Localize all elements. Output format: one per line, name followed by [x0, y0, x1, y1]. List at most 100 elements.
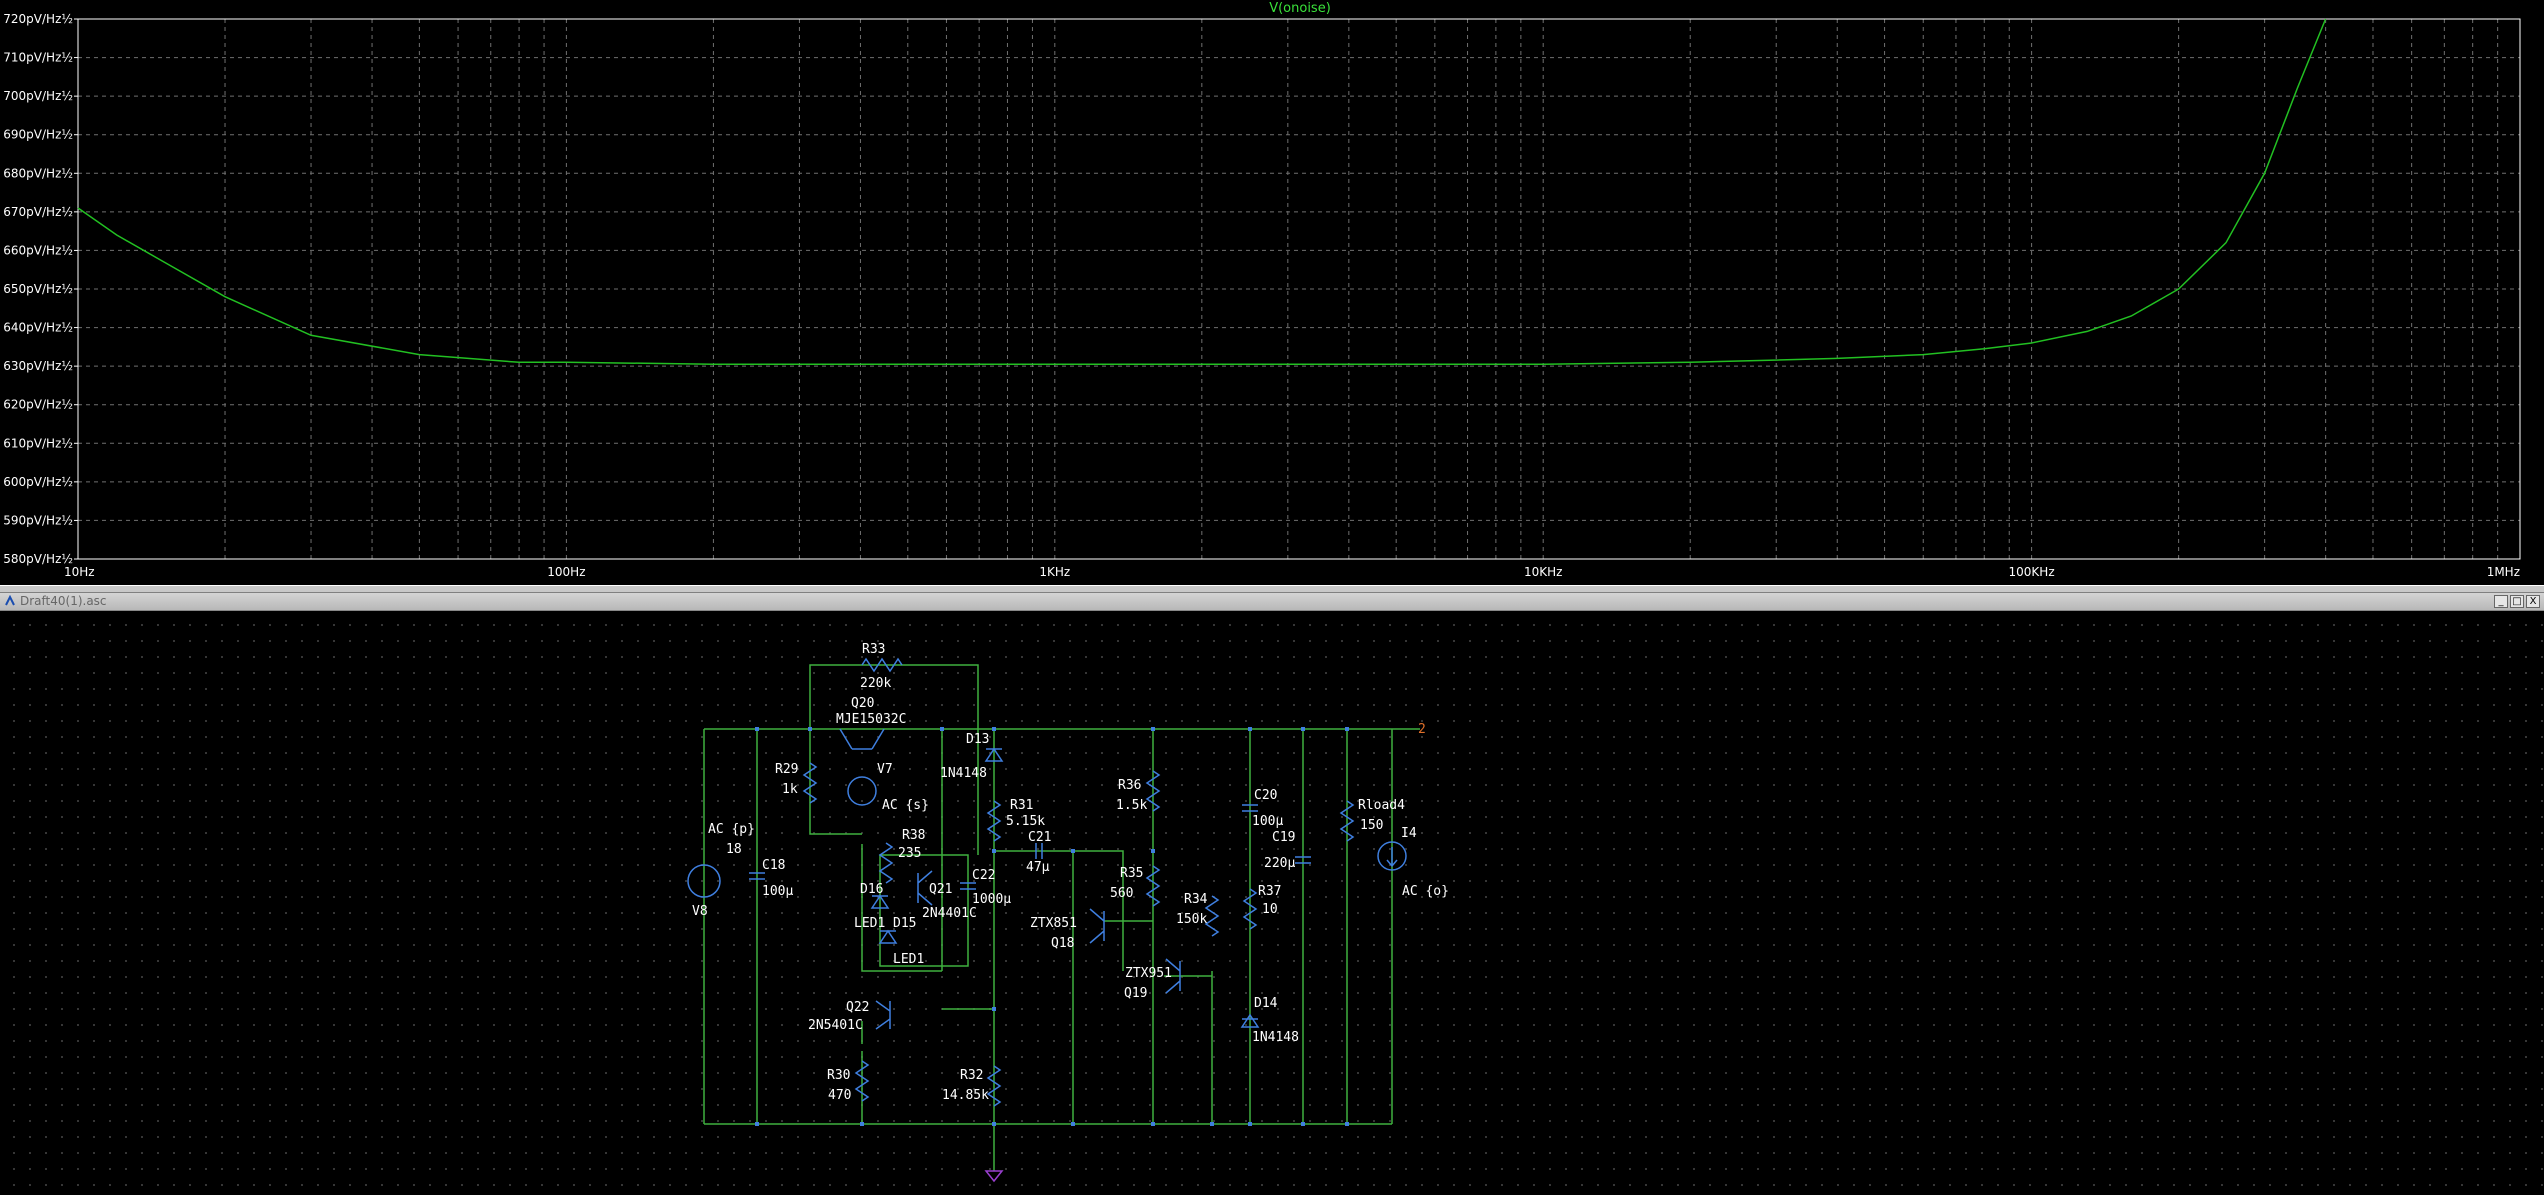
y-tick-label: 670pV/Hz½	[3, 205, 73, 219]
r37-ref: R37	[1258, 884, 1281, 899]
v8-amplitude: 18	[726, 842, 742, 857]
y-tick-label: 710pV/Hz½	[3, 51, 73, 65]
q19-ref: Q19	[1124, 986, 1147, 1001]
r34-ref: R34	[1184, 892, 1208, 907]
r36-value: 1.5k	[1116, 798, 1147, 813]
d14-ref: D14	[1254, 996, 1278, 1011]
y-tick-label: 650pV/Hz½	[3, 282, 73, 296]
q21-ref: Q21	[929, 882, 952, 897]
c19-value: 220µ	[1264, 856, 1295, 871]
schematic-window-title: Draft40(1).asc	[20, 594, 107, 608]
x-tick-label: 1MHz	[2487, 565, 2520, 579]
y-tick-label: 660pV/Hz½	[3, 243, 73, 257]
r30-value: 470	[828, 1088, 851, 1103]
r38-value: 235	[898, 846, 921, 861]
y-tick-label: 610pV/Hz½	[3, 436, 73, 450]
d16-value: LED1	[854, 916, 885, 931]
y-tick-label: 700pV/Hz½	[3, 89, 73, 103]
c19-ref: C19	[1272, 830, 1295, 845]
source-v7-symbol	[847, 776, 877, 806]
r30-ref: R30	[827, 1068, 850, 1083]
junctions	[755, 727, 1349, 1126]
net-label-2[interactable]: 2	[1418, 722, 1426, 737]
i4-ref: I4	[1401, 826, 1417, 841]
diode-d13-symbol	[984, 747, 1004, 762]
y-axis-ticks: 720pV/Hz½ 710pV/Hz½ 700pV/Hz½ 690pV/Hz½ 680p…	[3, 12, 78, 566]
plot-grid	[77, 18, 2521, 560]
x-tick-label: 100KHz	[2009, 565, 2055, 579]
schematic-drawing[interactable]: 2 R33 220k Q20 MJE15032C R29 1k V7 AC {s…	[0, 611, 2544, 1195]
waveform-plot[interactable]: 720pV/Hz½ 710pV/Hz½ 700pV/Hz½ 690pV/Hz½ 680p…	[0, 0, 2544, 585]
y-tick-label: 620pV/Hz½	[3, 398, 73, 412]
y-tick-label: 630pV/Hz½	[3, 359, 73, 373]
restore-button[interactable]: □	[2510, 595, 2524, 608]
pane-splitter[interactable]	[0, 585, 2544, 593]
i4-value: AC {o}	[1402, 884, 1449, 899]
ltspice-app-icon	[5, 595, 15, 606]
r33-ref: R33	[862, 642, 885, 657]
q22-value: 2N5401C	[808, 1018, 863, 1033]
c18-value: 100µ	[762, 884, 793, 899]
y-tick-label: 640pV/Hz½	[3, 321, 73, 335]
component-symbols	[687, 657, 1407, 1107]
v7-ref: V7	[877, 762, 893, 777]
rload4-ref: Rload4	[1358, 798, 1405, 813]
schematic-titlebar[interactable]: Draft40(1).asc _ □ X	[0, 593, 2544, 611]
wires	[703, 664, 1420, 1171]
c18-ref: C18	[762, 858, 785, 873]
r32-ref: R32	[960, 1068, 983, 1083]
q22-ref: Q22	[846, 1000, 869, 1015]
c22-value: 1000µ	[972, 892, 1011, 907]
r34-value: 150k	[1176, 912, 1207, 927]
c20-value: 100µ	[1252, 814, 1283, 829]
c21-value: 47µ	[1026, 860, 1050, 875]
x-tick-label: 1KHz	[1039, 565, 1070, 579]
r36-ref: R36	[1118, 778, 1141, 793]
y-tick-label: 680pV/Hz½	[3, 166, 73, 180]
y-tick-label: 690pV/Hz½	[3, 128, 73, 142]
close-button[interactable]: X	[2526, 595, 2540, 608]
transistor-q20-symbol	[839, 728, 885, 750]
q18-ref: Q18	[1051, 936, 1074, 951]
x-tick-label: 10Hz	[64, 565, 95, 579]
c21-ref: C21	[1028, 830, 1051, 845]
x-axis-ticks: 10Hz 100Hz 1KHz 10KHz 100KHz 1MHz	[64, 565, 2520, 579]
r31-ref: R31	[1010, 798, 1033, 813]
q19-value: ZTX951	[1125, 966, 1172, 981]
q20-ref: Q20	[851, 696, 874, 711]
r38-ref: R38	[902, 828, 925, 843]
r29-value: 1k	[782, 782, 798, 797]
resistor-r29-symbol	[802, 762, 818, 804]
d13-ref: D13	[966, 732, 989, 747]
d14-value: 1N4148	[1252, 1030, 1299, 1045]
waveform-plot-pane[interactable]: 720pV/Hz½ 710pV/Hz½ 700pV/Hz½ 690pV/Hz½ 680p…	[0, 0, 2544, 585]
d16-ref: D16	[860, 882, 883, 897]
r32-value: 14.85k	[942, 1088, 989, 1103]
q20-value: MJE15032C	[836, 712, 906, 727]
q21-value: 2N4401C	[922, 906, 977, 921]
r29-ref: R29	[775, 762, 798, 777]
resistor-r33-symbol	[861, 657, 903, 673]
rload4-value: 150	[1360, 818, 1383, 833]
trace-voutnoise	[77, 18, 2327, 365]
trace-label-voutnoise[interactable]: V(onoise)	[1269, 1, 1331, 16]
y-tick-label: 600pV/Hz½	[3, 475, 73, 489]
r33-value: 220k	[860, 676, 891, 691]
trace-layer	[77, 18, 2327, 365]
y-tick-label: 580pV/Hz½	[3, 552, 73, 566]
component-labels: R33 220k Q20 MJE15032C R29 1k V7 AC {s} …	[692, 642, 1449, 1103]
x-tick-label: 100Hz	[547, 565, 585, 579]
r35-ref: R35	[1120, 866, 1143, 881]
d15-value: LED1	[893, 952, 924, 967]
y-tick-label: 590pV/Hz½	[3, 513, 73, 527]
d13-value: 1N4148	[940, 766, 987, 781]
y-tick-label: 720pV/Hz½	[3, 12, 73, 26]
schematic-canvas[interactable]	[0, 611, 2544, 1195]
q18-value: ZTX851	[1030, 916, 1077, 931]
v8-ref: V8	[692, 904, 708, 919]
ground-symbol	[984, 1170, 1004, 1183]
c20-ref: C20	[1254, 788, 1277, 803]
minimize-button[interactable]: _	[2494, 595, 2508, 608]
x-tick-label: 10KHz	[1524, 565, 1562, 579]
v8-value: AC {p}	[708, 822, 755, 837]
